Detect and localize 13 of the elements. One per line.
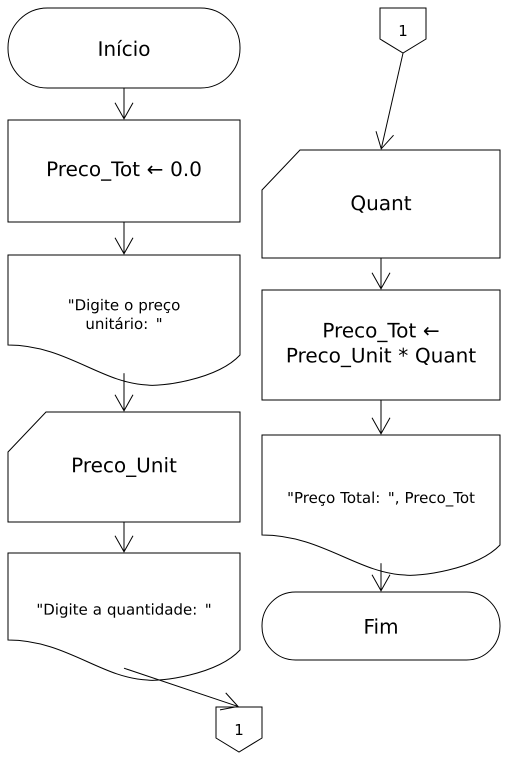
arrow — [124, 668, 239, 710]
arrow — [372, 258, 390, 290]
process-box: Preco_Tot ← Preco_Unit * Quant — [262, 290, 500, 400]
arrow — [114, 88, 134, 120]
arrow — [372, 562, 390, 592]
process-box: Preco_Tot ← 0.0 — [8, 120, 240, 222]
arrow — [114, 522, 134, 553]
arrow — [372, 400, 390, 435]
arrow — [376, 52, 404, 150]
arrow — [114, 372, 134, 412]
off-page-connector: 1 — [380, 8, 426, 54]
off-page-connector: 1 — [216, 706, 262, 753]
arrow — [114, 222, 134, 255]
